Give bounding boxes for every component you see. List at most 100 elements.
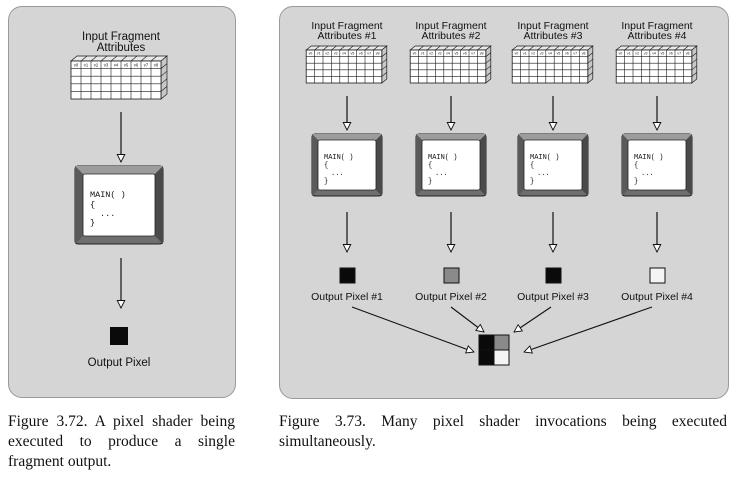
- pixel-2-to-combined-arrow: [450, 306, 484, 332]
- output-pixel-label-4: Output Pixel #4: [621, 291, 693, 303]
- figure-3-73-caption: Figure 3.73. Many pixel shader invocatio…: [279, 413, 727, 450]
- combined-pixel-1: [478, 334, 495, 351]
- pixel-3-to-combined-arrow: [514, 306, 552, 332]
- grid-column-label: v7: [471, 51, 475, 55]
- code-close-brace-1: }: [324, 178, 328, 186]
- input-label-1-line1: Input Fragment: [311, 20, 382, 32]
- pixel-shader-program-box-2: MAIN( ) { ... }: [415, 133, 487, 197]
- combined-pixel-3: [478, 349, 495, 366]
- pixel-shader-program-box: MAIN( ) { ... }: [74, 165, 164, 245]
- code-open-brace: {: [90, 200, 95, 210]
- code-open-brace-3: {: [530, 162, 534, 170]
- grid-column-label: v6: [669, 51, 673, 55]
- grid-column-label: v0: [413, 51, 417, 55]
- grid-column-label: v2: [429, 51, 433, 55]
- pixel-shader-program-box-1: MAIN( ) { ... }: [311, 133, 383, 197]
- grid-column-label: v1: [421, 51, 425, 55]
- grid-column-label: v8: [154, 62, 159, 67]
- grid-column-label: v6: [565, 51, 569, 55]
- grid-column-label: v0: [74, 62, 79, 67]
- output-pixel-1: [339, 267, 356, 284]
- input-label-3-line1: Input Fragment: [517, 20, 588, 32]
- grid-column-label: v8: [582, 51, 586, 55]
- grid-column-label: v2: [531, 51, 535, 55]
- grid-column-label: v1: [523, 51, 527, 55]
- grid-column-label: v5: [351, 51, 355, 55]
- grid-column-label: v4: [342, 51, 346, 55]
- pixel-1-to-combined-arrow: [351, 306, 474, 352]
- code-ellipsis-3: ...: [537, 170, 550, 178]
- grid-column-label: v8: [686, 51, 690, 55]
- input-fragment-label-line1: Input Fragment: [82, 31, 161, 43]
- grid-column-label: v3: [644, 51, 648, 55]
- code-main-line-2: MAIN( ): [428, 154, 457, 162]
- code-ellipsis-1: ...: [331, 170, 344, 178]
- code-ellipsis-4: ...: [641, 170, 654, 178]
- grid-column-label: v3: [438, 51, 442, 55]
- grid-column-label: v5: [124, 62, 129, 67]
- grid-column-label: v2: [325, 51, 329, 55]
- input-label-4-line2: Attributes #4: [628, 30, 687, 42]
- combined-pixel-4: [493, 349, 510, 366]
- grid-column-label: v8: [376, 51, 380, 55]
- pixel-shader-program-box-4: MAIN( ) { ... }: [621, 133, 693, 197]
- grid-column-label: v2: [635, 51, 639, 55]
- grid-column-label: v7: [677, 51, 681, 55]
- code-main-line-3: MAIN( ): [530, 154, 559, 162]
- combined-output-block: [478, 334, 510, 366]
- code-open-brace-2: {: [428, 162, 432, 170]
- grid-column-label: v0: [309, 51, 313, 55]
- grid-column-label: v5: [661, 51, 665, 55]
- shader-column-3: Input Fragment Attributes #3 v0 v1 v2 v3 v4 v…: [511, 20, 594, 303]
- grid-column-label: v1: [627, 51, 631, 55]
- input-label-2-line2: Attributes #2: [422, 30, 481, 42]
- grid-column-label: v8: [480, 51, 484, 55]
- code-ellipsis: ...: [100, 209, 115, 219]
- pixel-shader-program-box-3: MAIN( ) { ... }: [517, 133, 589, 197]
- code-main-line: MAIN( ): [90, 190, 126, 200]
- grid-column-label: v5: [455, 51, 459, 55]
- grid-column-label: v3: [540, 51, 544, 55]
- code-close-brace: }: [90, 218, 95, 228]
- input-attributes-grid-4: v0 v1 v2 v3 v4 v5 v6 v7 v8: [615, 45, 698, 84]
- output-pixel-label: Output Pixel: [88, 357, 151, 369]
- code-close-brace-4: }: [634, 178, 638, 186]
- code-open-brace-1: {: [324, 162, 328, 170]
- grid-column-label: v0: [515, 51, 519, 55]
- input-label-3-line2: Attributes #3: [524, 30, 583, 42]
- output-pixel-3: [545, 267, 562, 284]
- grid-column-label: v4: [548, 51, 552, 55]
- grid-column-label: v5: [557, 51, 561, 55]
- code-close-brace-2: }: [428, 178, 432, 186]
- figure-3-72-caption: Figure 3.72. A pixel shader being execut…: [8, 413, 235, 470]
- combined-pixel-2: [493, 334, 510, 351]
- output-pixel-2: [443, 267, 460, 284]
- grid-column-label: v7: [144, 62, 149, 67]
- input-label-2-line1: Input Fragment: [415, 20, 486, 32]
- code-main-line-4: MAIN( ): [634, 154, 663, 162]
- output-pixel-label-1: Output Pixel #1: [311, 291, 383, 303]
- grid-column-label: v4: [652, 51, 656, 55]
- input-label-1-line2: Attributes #1: [318, 30, 377, 42]
- grid-column-label: v0: [619, 51, 623, 55]
- grid-column-label: v7: [367, 51, 371, 55]
- code-close-brace-3: }: [530, 178, 534, 186]
- grid-column-label: v1: [84, 62, 89, 67]
- grid-column-label: v2: [94, 62, 99, 67]
- code-ellipsis-2: ...: [435, 170, 448, 178]
- grid-column-label: v6: [463, 51, 467, 55]
- output-pixel-label-3: Output Pixel #3: [517, 291, 589, 303]
- code-open-brace-4: {: [634, 162, 638, 170]
- grid-column-label: v4: [114, 62, 119, 67]
- grid-column-label: v6: [359, 51, 363, 55]
- input-fragment-label-line2: Attributes: [97, 42, 146, 54]
